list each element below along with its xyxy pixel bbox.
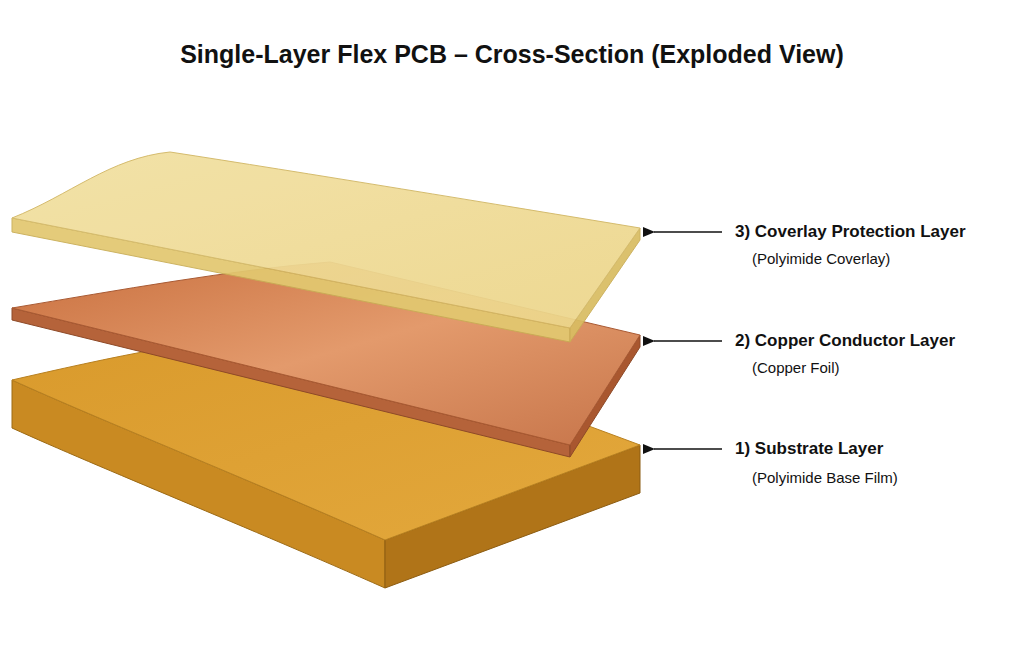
leader-arrow: [654, 448, 722, 450]
leader-arrow: [654, 231, 722, 233]
layer-name: 2) Copper Conductor Layer: [735, 331, 955, 351]
leader-arrow: [654, 340, 722, 342]
coverlay-layer: [12, 152, 640, 342]
coverlay-top: [12, 152, 640, 328]
material-note: (Polyimide Base Film): [752, 469, 898, 486]
diagram-title: Single-Layer Flex PCB – Cross-Section (E…: [180, 40, 844, 69]
layer-name: 1) Substrate Layer: [735, 439, 883, 459]
material-note: (Copper Foil): [752, 359, 840, 376]
material-note: (Polyimide Coverlay): [752, 250, 890, 267]
layer-name: 3) Coverlay Protection Layer: [735, 222, 966, 242]
